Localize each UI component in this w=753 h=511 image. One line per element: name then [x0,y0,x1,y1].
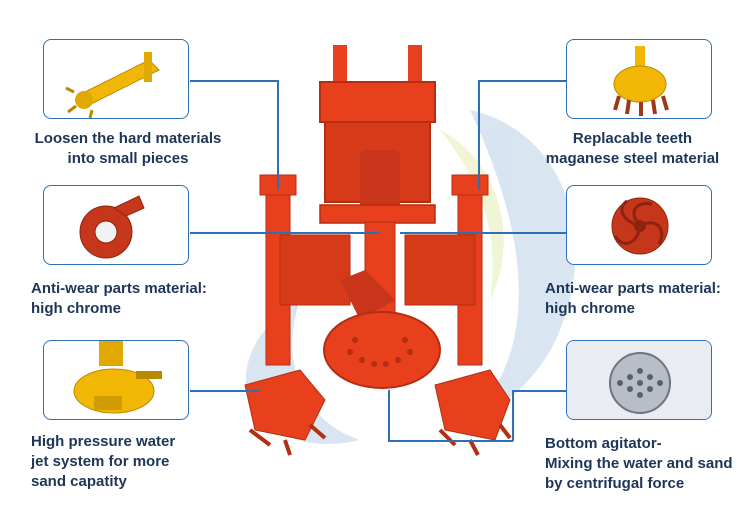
label-line: High pressure water [31,433,176,450]
jet-pump-icon [73,341,162,414]
leader-line [190,80,278,82]
leader-line [512,390,568,392]
feature-label-antiwear-right: Anti-wear parts material: high chrome [545,279,721,319]
leader-line [388,390,390,440]
feature-label-loosen: Loosen the hard materials into small pie… [28,129,228,169]
leader-line [512,390,514,441]
leader-line [388,440,513,442]
label-line: Loosen the hard materials [34,130,222,147]
leader-line [400,232,568,234]
label-line: Mixing the water and sand [545,455,733,472]
leader-line [478,80,480,190]
pump-casing-icon [79,195,145,259]
feature-label-teeth: Replacable teeth maganese steel material [535,129,730,169]
impeller-icon [611,197,669,255]
label-line: Anti-wear parts material: [31,280,207,297]
label-line: Replacable teeth [572,130,693,147]
agitator-strainer-icon [567,341,711,419]
label-line: high chrome [31,300,122,317]
thumb-cutter-teeth [566,39,712,119]
leader-line [478,80,568,82]
leader-line [190,232,380,234]
label-line: maganese steel material [545,150,720,167]
thumb-impeller [566,185,712,265]
thumb-agitator [566,340,712,420]
thumb-jet-pump [43,340,189,420]
leader-line [190,390,260,392]
label-line: sand capatity [31,473,127,490]
feature-label-agitator: Bottom agitator- Mixing the water and sa… [545,434,733,494]
leader-line [277,80,279,190]
cutter-teeth-icon [613,46,669,116]
label-line: Bottom agitator- [545,435,662,452]
label-line: into small pieces [67,150,189,167]
label-line: jet system for more [31,453,170,470]
feature-label-jet: High pressure water jet system for more … [31,432,175,492]
thumb-cutter-head [43,39,189,119]
label-line: high chrome [545,300,636,317]
cutter-head-icon [65,52,160,118]
feature-label-antiwear-left: Anti-wear parts material: high chrome [31,279,207,319]
dredge-pump-machine [244,45,512,456]
thumb-pump-casing [43,185,189,265]
label-line: Anti-wear parts material: [545,280,721,297]
label-line: by centrifugal force [545,475,685,492]
